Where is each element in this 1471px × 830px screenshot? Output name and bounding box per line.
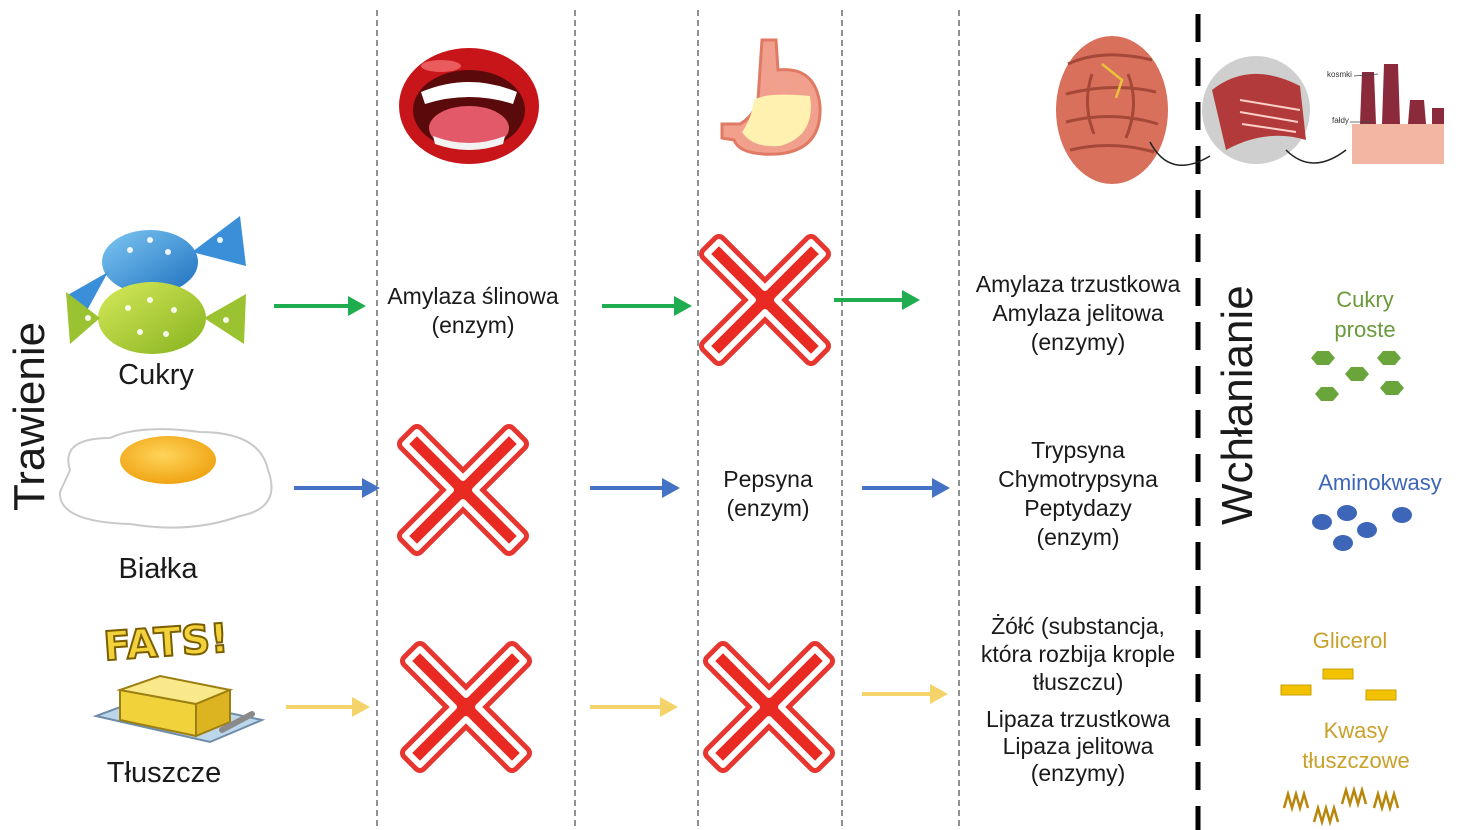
x-mark-mouth-fat [408, 649, 524, 765]
product-simple-sugars: Cukry proste [1290, 285, 1440, 345]
butter-illustration [96, 676, 262, 742]
glycerol-shapes [1281, 669, 1396, 700]
x-mark-mouth-protein [405, 432, 521, 548]
product-fatty-acids: Kwasy tłuszczowe [1276, 716, 1436, 776]
enzyme-mouth-sugar: Amylaza ślinowa (enzym) [372, 282, 574, 340]
enzyme-stomach-protein: Pepsyna (enzym) [698, 465, 838, 523]
x-mark-stomach-sugar [707, 242, 823, 358]
stomach-illustration [722, 40, 820, 154]
fats-logo: FATS! [95, 615, 238, 671]
arrows-sugar [274, 290, 920, 316]
folds-label: fałdy [1332, 116, 1349, 126]
product-amino-acids: Aminokwasy [1290, 468, 1470, 498]
enzyme-intestine-fat-bile: Żółć (substancja, która rozbija krople t… [958, 612, 1198, 696]
x-mark-stomach-fat [711, 649, 827, 765]
nutrient-label-sugars: Cukry [96, 358, 216, 392]
villi-illustration [1150, 56, 1444, 165]
digestion-label: Trawienie [5, 331, 55, 511]
fatty-acid-shapes [1284, 790, 1398, 822]
product-glycerol: Glicerol [1280, 626, 1420, 656]
arrows-fat [286, 684, 948, 717]
nutrient-label-proteins: Białka [98, 552, 218, 586]
simple-sugar-shapes [1311, 351, 1404, 401]
enzyme-intestine-protein: Trypsyna Chymotrypsyna Peptydazy (enzym) [958, 436, 1198, 552]
egg-illustration [60, 429, 272, 527]
mouth-illustration [399, 48, 539, 164]
enzyme-intestine-fat-lipase: Lipaza trzustkowa Lipaza jelitowa (enzym… [958, 706, 1198, 787]
villi-label: kosmki [1327, 70, 1352, 80]
arrows-protein [294, 478, 950, 498]
candy-illustration [66, 216, 246, 354]
enzyme-intestine-sugar: Amylaza trzustkowa Amylaza jelitowa (enz… [958, 270, 1198, 357]
absorption-label: Wchłanianie [1213, 325, 1263, 525]
intestine-illustration [1056, 36, 1168, 184]
nutrient-label-fats: Tłuszcze [94, 756, 234, 790]
amino-acid-shapes [1312, 505, 1412, 551]
